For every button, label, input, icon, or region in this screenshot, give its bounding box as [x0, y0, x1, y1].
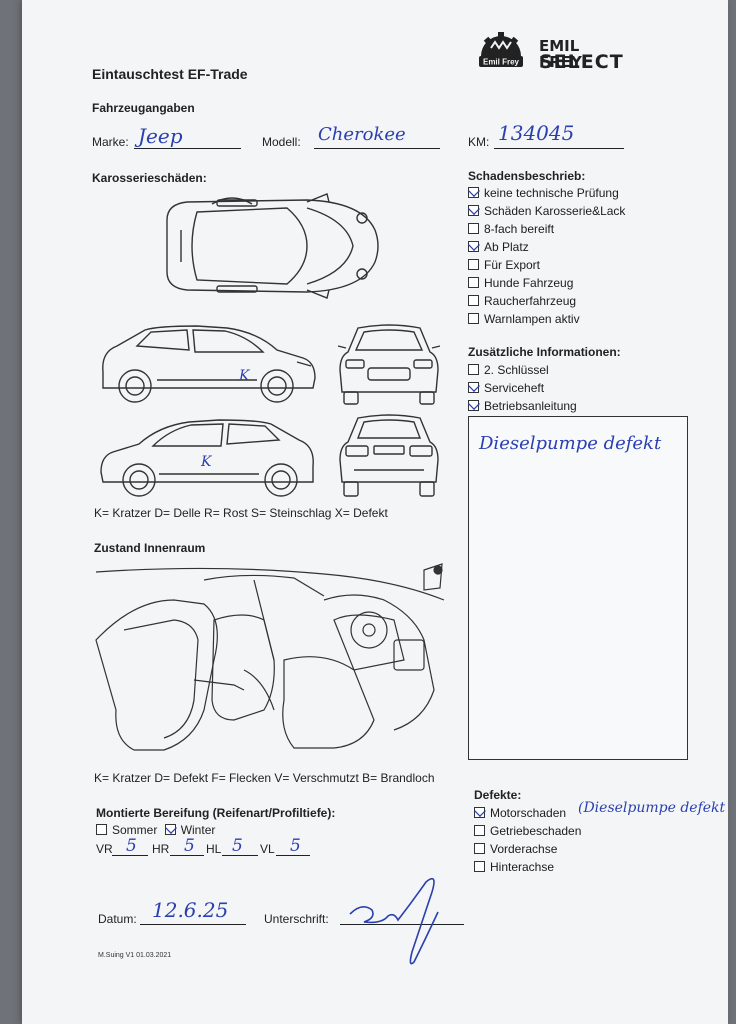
brand-line: [134, 148, 241, 149]
model-value[interactable]: Cherokee: [318, 124, 406, 145]
checkbox-serviceheft[interactable]: Serviceheft: [468, 379, 577, 397]
section-additional-info: Zusätzliche Informationen:: [468, 345, 621, 359]
checkbox-icon[interactable]: [468, 295, 479, 306]
date-label: Datum:: [98, 912, 137, 926]
hl-value[interactable]: 5: [232, 836, 243, 856]
model-label: Modell:: [262, 135, 301, 149]
checkbox-motorschaden[interactable]: Motorschaden: [474, 804, 581, 822]
checkbox-icon[interactable]: [468, 259, 479, 270]
interior-legend: K= Kratzer D= Defekt F= Flecken V= Versc…: [94, 771, 435, 785]
checkbox-2-schluessel[interactable]: 2. Schlüssel: [468, 361, 577, 379]
checkbox-keine-technische-pruefung[interactable]: keine technische Prüfung: [468, 184, 625, 202]
car-rear-view-diagram: [339, 414, 439, 497]
checkbox-vorderachse[interactable]: Vorderachse: [474, 840, 581, 858]
checkbox-icon[interactable]: [474, 843, 485, 854]
car-side-right-diagram: K: [102, 325, 316, 403]
section-interior: Zustand Innenraum: [94, 541, 206, 555]
checkbox-hinterachse[interactable]: Hinterachse: [474, 858, 581, 876]
damage-description-list: keine technische Prüfung Schäden Karosse…: [468, 184, 625, 328]
vl-line: [276, 855, 310, 856]
checkbox-raucherfahrzeug[interactable]: Raucherfahrzeug: [468, 292, 625, 310]
winter-label: Winter: [180, 823, 216, 837]
car-interior-diagram: [95, 563, 445, 751]
emil-frey-badge-icon: Emil Frey: [479, 32, 523, 67]
checkbox-fuer-export[interactable]: Für Export: [468, 256, 625, 274]
body-damage-legend: K= Kratzer D= Delle R= Rost S= Steinschl…: [94, 506, 388, 520]
section-vehicle: Fahrzeugangaben: [92, 101, 195, 115]
km-value[interactable]: 134045: [498, 121, 575, 145]
vr-label: VR: [96, 842, 113, 856]
car-front-view-diagram: [337, 324, 441, 405]
additional-info-list: 2. Schlüssel Serviceheft Betriebsanleitu…: [468, 361, 577, 415]
checkbox-icon[interactable]: [468, 400, 479, 411]
date-line: [140, 924, 246, 925]
signature-label: Unterschrift:: [264, 912, 329, 926]
motor-note[interactable]: (Dieselpumpe defekt: [578, 800, 726, 816]
vr-line: [112, 855, 148, 856]
hr-value[interactable]: 5: [184, 836, 195, 856]
date-value[interactable]: 12.6.25: [152, 898, 229, 922]
vl-value[interactable]: 5: [290, 836, 301, 856]
km-label: KM:: [468, 135, 490, 149]
checkbox-icon[interactable]: [474, 825, 485, 836]
logo-badge-text: Emil Frey: [483, 58, 520, 67]
vl-label: VL: [260, 842, 275, 856]
brand-label: Marke:: [92, 135, 129, 149]
hl-line: [222, 855, 258, 856]
checkbox-icon[interactable]: [468, 313, 479, 324]
checkbox-getriebeschaden[interactable]: Getriebeschaden: [474, 822, 581, 840]
checkbox-warnlampen-aktiv[interactable]: Warnlampen aktiv: [468, 310, 625, 328]
checkbox-hunde-fahrzeug[interactable]: Hunde Fahrzeug: [468, 274, 625, 292]
damage-mark-side-right[interactable]: K: [238, 368, 251, 384]
checkbox-icon[interactable]: [468, 277, 479, 288]
hl-label: HL: [206, 842, 222, 856]
checkbox-icon[interactable]: [468, 382, 479, 393]
checkbox-summer-icon[interactable]: [96, 824, 107, 835]
signature-image[interactable]: [342, 872, 452, 972]
section-body-damage: Karosserieschäden:: [92, 171, 207, 185]
notes-box[interactable]: Dieselpumpe defekt: [468, 416, 688, 760]
signature-line: [340, 924, 464, 925]
section-defects: Defekte:: [474, 788, 522, 802]
checkbox-betriebsanleitung[interactable]: Betriebsanleitung: [468, 397, 577, 415]
hr-label: HR: [152, 842, 170, 856]
checkbox-schaeden-karosserie[interactable]: Schäden Karosserie&Lack: [468, 202, 625, 220]
hr-line: [170, 855, 204, 856]
notes-text: Dieselpumpe defekt: [479, 433, 662, 454]
logo-line-2: SELECT: [539, 51, 624, 73]
logo-line-1: EMIL FREY: [539, 37, 582, 71]
brand-value[interactable]: Jeep: [138, 124, 183, 148]
form-version: M.Suing V1 01.03.2021: [98, 952, 172, 959]
tread-depth-row: VR 5 HR 5 HL 5 VL 5: [96, 836, 396, 862]
form-sheet: Eintauschtest EF-Trade Emil Frey EMIL FR…: [22, 0, 728, 1024]
checkbox-winter-icon[interactable]: [164, 824, 176, 835]
vr-value[interactable]: 5: [126, 836, 137, 856]
section-tires: Montierte Bereifung (Reifenart/Profiltie…: [96, 806, 336, 820]
checkbox-icon[interactable]: [468, 241, 479, 252]
damage-mark-side-left[interactable]: K: [200, 454, 213, 470]
checkbox-8-fach-bereift[interactable]: 8-fach bereift: [468, 220, 625, 238]
model-line: [314, 148, 440, 149]
checkbox-icon[interactable]: [468, 187, 479, 198]
summer-label: Sommer: [112, 823, 158, 837]
km-line: [494, 148, 624, 149]
checkbox-icon[interactable]: [468, 364, 479, 375]
defects-list: Motorschaden Getriebeschaden Vorderachse…: [474, 804, 581, 876]
tire-type-row: Sommer Winter: [96, 823, 215, 837]
checkbox-icon[interactable]: [474, 861, 485, 872]
checkbox-icon[interactable]: [468, 205, 479, 216]
checkbox-ab-platz[interactable]: Ab Platz: [468, 238, 625, 256]
emil-frey-logo: Emil Frey EMIL FREY SELECT: [477, 30, 627, 76]
form-title: Eintauschtest EF-Trade: [92, 66, 248, 82]
checkbox-icon[interactable]: [468, 223, 479, 234]
checkbox-icon[interactable]: [474, 807, 485, 818]
car-side-left-diagram: K: [100, 419, 314, 497]
section-damage-description: Schadensbeschrieb:: [468, 169, 586, 183]
car-top-view-diagram: [166, 193, 379, 299]
